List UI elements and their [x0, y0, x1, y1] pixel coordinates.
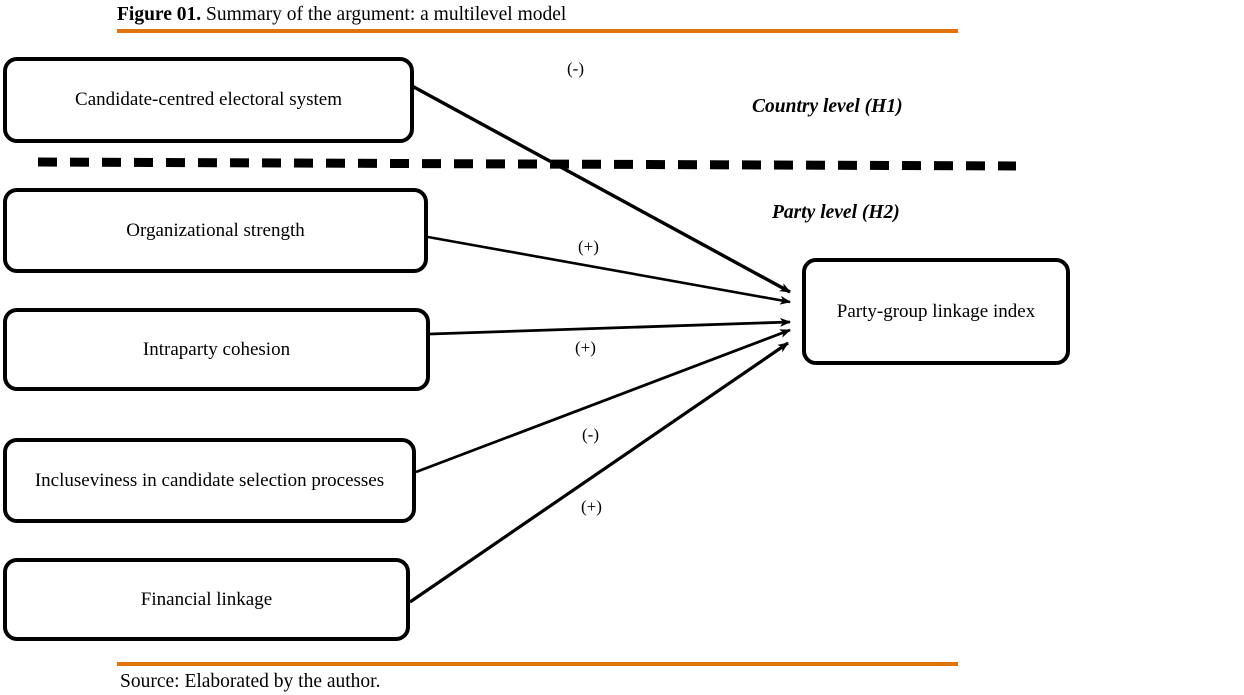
edge-candidate-to-target: [411, 84, 791, 294]
edge-orgstr-to-target: [427, 235, 791, 305]
source-note: Source: Elaborated by the author.: [120, 671, 381, 692]
edge-sign-orgstr: (+): [578, 237, 599, 256]
edge-sign-financial: (+): [581, 497, 602, 516]
node-label: Party-group linkage index: [836, 300, 1036, 322]
node-intraparty-cohesion[interactable]: Intraparty cohesion: [3, 308, 430, 391]
node-incluseviness-in-candidate-selection-processes[interactable]: Incluseviness in candidate selection pro…: [3, 438, 416, 523]
node-label: Organizational strength: [126, 219, 305, 241]
node-label: Financial linkage: [140, 588, 273, 610]
edge-financial-to-target: [409, 341, 789, 604]
edge-sign-cohesion: (+): [575, 338, 596, 357]
node-candidate-centred-electoral-system[interactable]: Candidate-centred electoral system: [3, 57, 414, 143]
edge-sign-inclusive: (-): [582, 425, 599, 444]
edge-cohesion-to-target: [429, 317, 791, 336]
node-label: Intraparty cohesion: [142, 338, 291, 360]
level-divider-dashed-line: [37, 157, 1017, 171]
level-label-country: Country level (H1): [752, 96, 903, 117]
node-party-group-linkage-index[interactable]: Party-group linkage index: [802, 258, 1070, 365]
node-financial-linkage[interactable]: Financial linkage: [3, 558, 410, 641]
level-label-party: Party level (H2): [772, 202, 900, 223]
edge-sign-candidate: (-): [567, 59, 584, 78]
figure-caption-label: Figure 01.: [117, 4, 202, 25]
figure-caption: Figure 01. Summary of the argument: a mu…: [117, 3, 977, 27]
caption-accent-rule: [117, 29, 958, 33]
node-organizational-strength[interactable]: Organizational strength: [3, 188, 428, 273]
edge-inclusive-to-target: [415, 328, 791, 474]
figure-caption-text: Summary of the argument: a multilevel mo…: [201, 4, 567, 25]
node-label: Candidate-centred electoral system: [75, 89, 342, 110]
node-label: Incluseviness in candidate selection pro…: [34, 469, 385, 491]
source-accent-rule: [117, 662, 958, 666]
